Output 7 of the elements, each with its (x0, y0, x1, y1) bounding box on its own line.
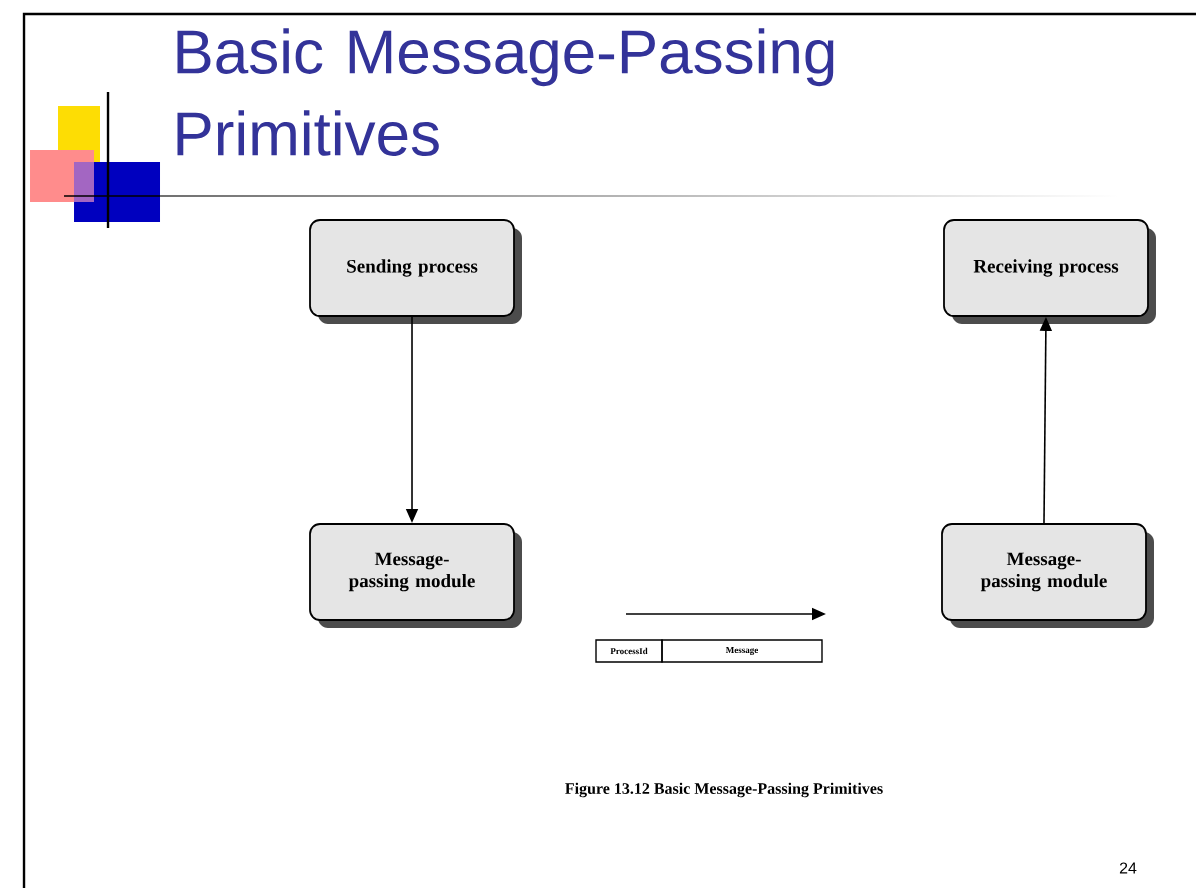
process-box: Sending process (309, 219, 522, 324)
process-box: Receiving process (943, 219, 1156, 324)
process-box: Message-passing module (309, 523, 522, 628)
slide-title: Basic Message-Passing Primitives (177, 28, 834, 156)
page-number: 24 (1119, 862, 1137, 874)
process-box: Message-passing module (941, 523, 1154, 628)
figure-caption: Figure 13.12 Basic Message-Passing Primitives (565, 782, 883, 798)
